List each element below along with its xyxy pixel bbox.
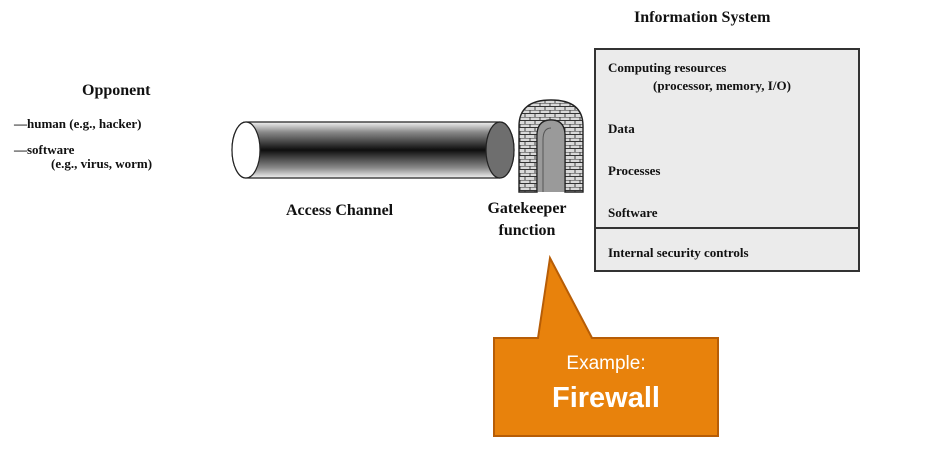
gatekeeper-label: Gatekeeper function bbox=[466, 198, 588, 242]
is-item-software: Software bbox=[608, 205, 658, 220]
firewall-callout: Example: Firewall bbox=[493, 340, 719, 416]
gatekeeper-label-line2: function bbox=[498, 222, 556, 239]
is-item-computing-detail: (processor, memory, I/O) bbox=[653, 78, 791, 93]
gatekeeper-gateway-icon bbox=[518, 99, 584, 193]
access-channel-label: Access Channel bbox=[286, 202, 394, 219]
opponent-software: —software bbox=[14, 142, 75, 157]
gatekeeper-label-line1: Gatekeeper bbox=[487, 200, 567, 217]
information-system-box bbox=[594, 48, 860, 272]
callout-example-label: Example: bbox=[566, 353, 646, 374]
firewall-callout-shape bbox=[493, 254, 719, 437]
is-internal-security-controls: Internal security controls bbox=[608, 245, 749, 260]
opponent-software-examples: (e.g., virus, worm) bbox=[51, 156, 153, 171]
is-item-processes: Processes bbox=[608, 163, 661, 178]
access-channel-pipe bbox=[231, 121, 515, 179]
opponent-title: Opponent bbox=[82, 82, 151, 99]
opponent-human: —human (e.g., hacker) bbox=[14, 116, 142, 131]
callout-firewall-label: Firewall bbox=[552, 382, 660, 414]
information-system-title: Information System bbox=[634, 9, 771, 26]
is-item-computing-resources: Computing resources bbox=[608, 60, 727, 75]
is-item-data: Data bbox=[608, 121, 635, 136]
information-system-divider bbox=[594, 227, 860, 229]
